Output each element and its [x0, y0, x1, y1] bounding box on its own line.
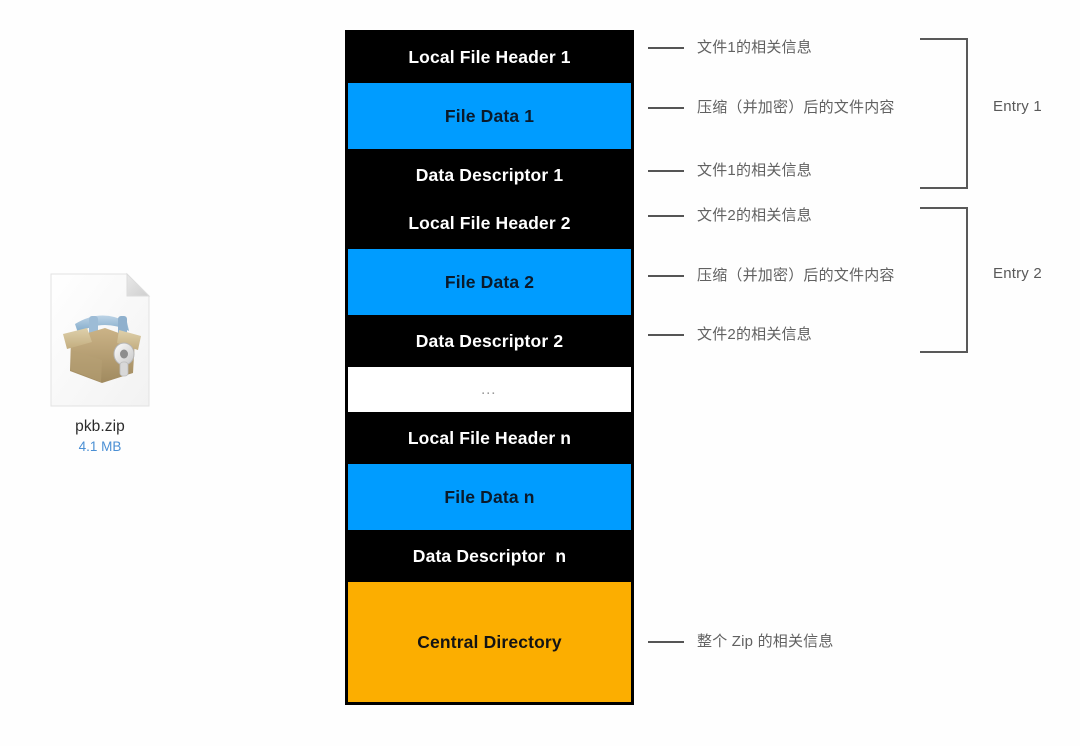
annotation-connector-line	[648, 334, 684, 336]
zip-file-item[interactable]: pkb.zip 4.1 MB	[40, 272, 160, 455]
zip-segment: Data Descriptor 1	[348, 151, 631, 199]
annotation: 文件2的相关信息	[648, 206, 812, 226]
annotation-label: 压缩（并加密）后的文件内容	[697, 267, 895, 284]
zip-segment-label: Central Directory	[417, 631, 562, 652]
annotation-label: 压缩（并加密）后的文件内容	[697, 99, 895, 116]
annotation-connector-line	[648, 47, 684, 49]
zip-archive-icon-graphic	[50, 272, 151, 407]
zip-segment-label: Local File Header 1	[408, 46, 571, 67]
annotation: 文件2的相关信息	[648, 325, 812, 345]
annotation-connector-line	[648, 107, 684, 109]
zip-segment: Data Descriptor 2	[348, 317, 631, 365]
zip-segment: Local File Header 2	[348, 199, 631, 247]
annotation-label: 文件2的相关信息	[697, 326, 812, 343]
annotation: 文件1的相关信息	[648, 38, 812, 58]
zip-archive-icon	[45, 272, 155, 408]
zip-segment-label: File Data n	[444, 486, 535, 507]
zip-segment-label: File Data 2	[444, 271, 535, 292]
zip-segment: File Data 2	[348, 247, 631, 317]
annotation: 整个 Zip 的相关信息	[648, 632, 834, 652]
zip-segment: Data Descriptor n	[348, 532, 631, 580]
file-size-label: 4.1 MB	[78, 439, 122, 454]
annotation-label: 文件2的相关信息	[697, 207, 812, 224]
zip-segment-label: Local File Header 2	[408, 212, 571, 233]
zip-segment: Local File Header n	[348, 414, 631, 462]
zip-segment: …	[348, 365, 631, 414]
entry-group-label: Entry 2	[993, 265, 1042, 282]
entry-group-bracket	[920, 38, 968, 189]
annotation-label: 文件1的相关信息	[697, 162, 812, 179]
annotation-connector-line	[648, 215, 684, 217]
zip-segment-label: …	[480, 380, 499, 398]
zip-segment-label: Local File Header n	[407, 427, 572, 448]
annotation-connector-line	[648, 170, 684, 172]
zip-segment: File Data n	[348, 462, 631, 532]
zip-segment: Central Directory	[348, 580, 631, 702]
zip-segment-label: File Data 1	[444, 105, 535, 126]
entry-group-label: Entry 1	[993, 98, 1042, 115]
zip-segment-label: Data Descriptor n	[412, 545, 567, 566]
annotation: 压缩（并加密）后的文件内容	[648, 98, 895, 118]
zip-segment-label: Data Descriptor 2	[415, 330, 564, 351]
annotation: 文件1的相关信息	[648, 161, 812, 181]
zip-segment: File Data 1	[348, 81, 631, 151]
zip-structure-stack: Local File Header 1 File Data 1 Data Descr…	[345, 30, 634, 705]
zip-segment-label: Data Descriptor 1	[415, 164, 564, 185]
file-name-label: pkb.zip	[75, 418, 125, 435]
annotation-label: 整个 Zip 的相关信息	[697, 633, 834, 650]
annotation-connector-line	[648, 275, 684, 277]
entry-group-bracket	[920, 207, 968, 353]
annotation-connector-line	[648, 641, 684, 643]
annotation: 压缩（并加密）后的文件内容	[648, 266, 895, 286]
annotation-label: 文件1的相关信息	[697, 39, 812, 56]
zip-segment: Local File Header 1	[348, 33, 631, 81]
